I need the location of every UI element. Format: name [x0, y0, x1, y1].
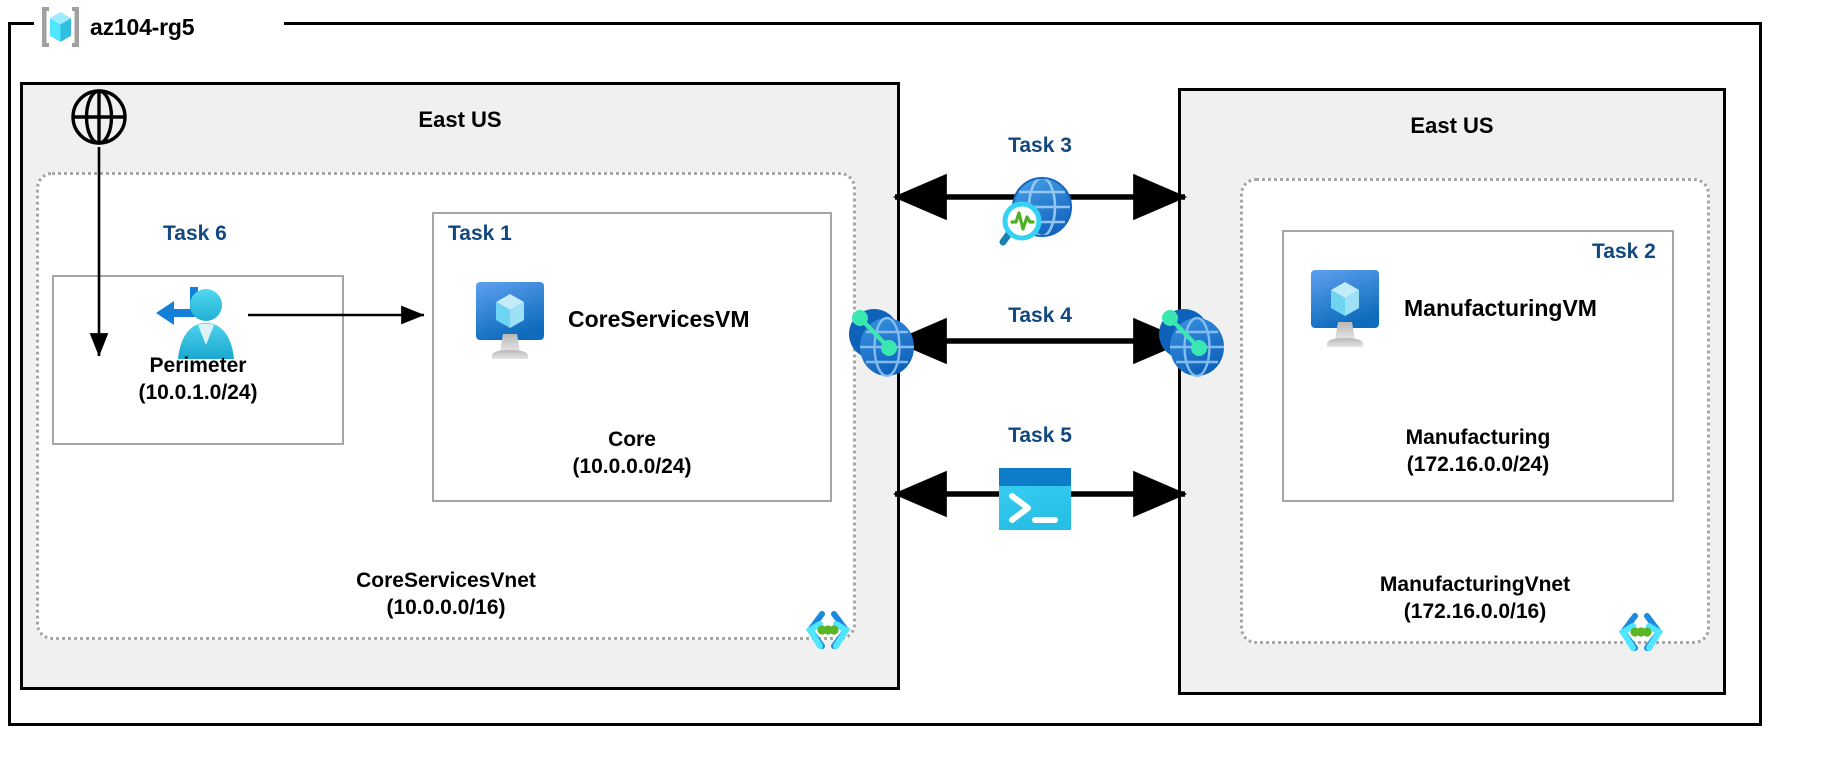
vnet-peering-icon [843, 301, 923, 383]
globe-icon [70, 88, 128, 146]
azure-subnet-icon [800, 608, 856, 652]
task-label-3: Task 3 [1008, 134, 1072, 157]
vnet-manufacturing-caption: ManufacturingVnet (172.16.0.0/16) [1240, 572, 1710, 626]
resource-group-frame [8, 22, 1762, 726]
vm-label-core: CoreServicesVM [568, 306, 750, 332]
subnet-manufacturing-cidr: (172.16.0.0/24) [1406, 453, 1550, 477]
subnet-core-caption: Core (10.0.0.0/24) [432, 426, 832, 481]
resource-group-title: az104-rg5 [38, 4, 195, 50]
task-label-4: Task 4 [1008, 304, 1072, 327]
network-watcher-icon [990, 172, 1076, 250]
subnet-perimeter-caption: Perimeter (10.0.1.0/24) [52, 352, 344, 407]
cloud-shell-icon [997, 466, 1073, 532]
resource-group-name: az104-rg5 [90, 13, 195, 40]
azure-bastion-icon [150, 283, 246, 367]
subnet-core-name: Core [608, 428, 656, 451]
subnet-core-cidr: (10.0.0.0/24) [572, 455, 692, 479]
region-title-left: East US [418, 107, 502, 132]
virtual-machine-icon [470, 280, 550, 362]
subnet-perimeter-cidr: (10.0.1.0/24) [138, 381, 258, 405]
vnet-core-caption: CoreServicesVnet (10.0.0.0/16) [36, 568, 856, 622]
vnet-peering-icon [1153, 301, 1233, 383]
azure-resource-group-icon [38, 5, 84, 49]
task-label-2: Task 2 [1592, 240, 1656, 263]
task-label-1: Task 1 [448, 222, 512, 245]
azure-subnet-icon [1613, 610, 1669, 654]
vm-label-manufacturing: ManufacturingVM [1404, 295, 1597, 321]
subnet-manufacturing-caption: Manufacturing (172.16.0.0/24) [1282, 424, 1674, 479]
vnet-core-cidr: (10.0.0.0/16) [386, 595, 506, 619]
vnet-core-name: CoreServicesVnet [356, 569, 536, 592]
region-title-right: East US [1410, 113, 1494, 138]
subnet-manufacturing-name: Manufacturing [1405, 426, 1551, 449]
vnet-manufacturing-cidr: (172.16.0.0/16) [1403, 599, 1547, 623]
subnet-perimeter-name: Perimeter [149, 354, 247, 377]
virtual-machine-icon [1305, 268, 1385, 350]
task-label-5: Task 5 [1008, 424, 1072, 447]
task-label-6: Task 6 [163, 222, 227, 245]
vnet-manufacturing-name: ManufacturingVnet [1379, 573, 1571, 596]
